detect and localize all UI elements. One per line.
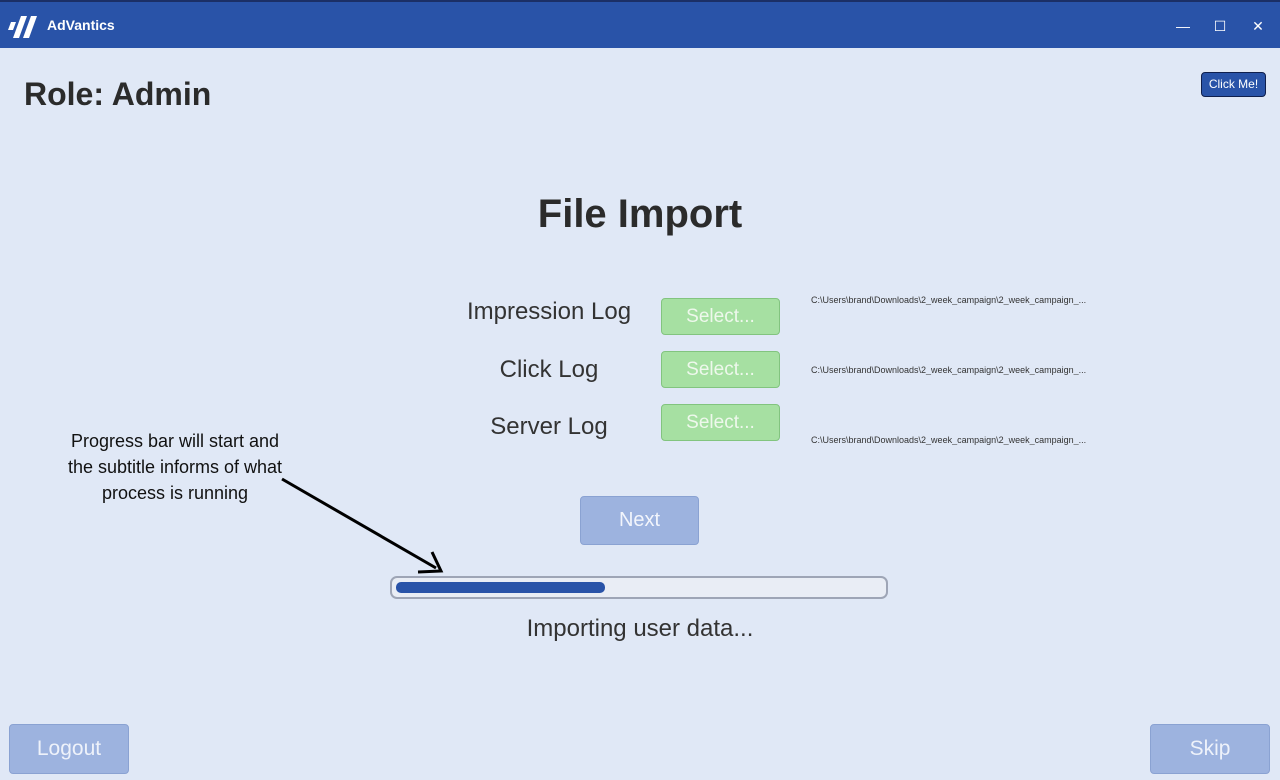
progress-bar <box>390 576 888 599</box>
advantics-logo-icon <box>8 16 37 38</box>
click-log-select-button[interactable]: Select... <box>661 351 780 388</box>
logout-button[interactable]: Logout <box>9 724 129 774</box>
impression-log-select-button[interactable]: Select... <box>661 298 780 335</box>
next-button[interactable]: Next <box>580 496 699 545</box>
annotation-text: Progress bar will start and the subtitle… <box>67 431 283 503</box>
annotation-arrow-icon <box>281 477 444 574</box>
progress-bar-fill <box>396 582 605 593</box>
click-me-button[interactable]: Click Me! <box>1201 72 1266 97</box>
progress-status-text: Importing user data... <box>526 615 754 642</box>
server-log-path: C:\Users\brand\Downloads\2_week_campaign… <box>811 435 1087 445</box>
skip-button[interactable]: Skip <box>1150 724 1270 774</box>
minimize-icon[interactable]: — <box>1176 18 1190 34</box>
click-log-label: Click Log <box>499 356 599 383</box>
maximize-icon[interactable]: ☐ <box>1213 18 1227 34</box>
page-title: File Import <box>537 192 743 236</box>
server-log-select-button[interactable]: Select... <box>661 404 780 441</box>
app-title: AdVantics <box>47 17 115 33</box>
impression-log-path: C:\Users\brand\Downloads\2_week_campaign… <box>811 295 1087 305</box>
close-icon[interactable]: ✕ <box>1252 18 1264 34</box>
impression-log-label: Impression Log <box>466 298 632 325</box>
role-label: Role: Admin <box>24 76 212 112</box>
title-bar: AdVantics — ☐ ✕ <box>0 0 1280 48</box>
server-log-label: Server Log <box>490 413 608 440</box>
click-log-path: C:\Users\brand\Downloads\2_week_campaign… <box>811 365 1087 375</box>
